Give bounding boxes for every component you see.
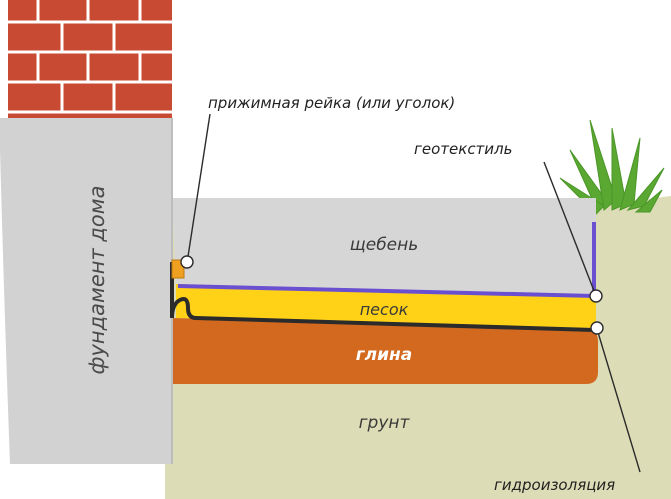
waterproofing-leader bbox=[596, 328, 641, 473]
geotextile-label: геотекстиль bbox=[414, 140, 512, 158]
brick-wall bbox=[8, 0, 172, 118]
gravel-layer bbox=[172, 198, 596, 298]
sand-label: песок bbox=[360, 300, 409, 319]
soil-label: грунт bbox=[359, 413, 411, 433]
waterproofing-line bbox=[170, 262, 595, 332]
grass-icon bbox=[559, 119, 665, 215]
clamp-leader bbox=[186, 113, 211, 264]
clamp-label: прижимная рейка (или уголок) bbox=[208, 94, 455, 112]
foundation-label: фундамент дома bbox=[85, 186, 109, 375]
geotextile-leader bbox=[543, 161, 597, 297]
gravel-label: щебень bbox=[350, 235, 419, 255]
clamp-marker bbox=[180, 255, 194, 269]
house-foundation bbox=[0, 118, 172, 464]
geotextile-marker bbox=[589, 289, 603, 303]
clay-label: глина bbox=[356, 345, 412, 365]
waterproofing-marker bbox=[590, 321, 604, 335]
waterproofing-label: гидроизоляция bbox=[494, 476, 615, 494]
clay-layer bbox=[172, 318, 598, 384]
